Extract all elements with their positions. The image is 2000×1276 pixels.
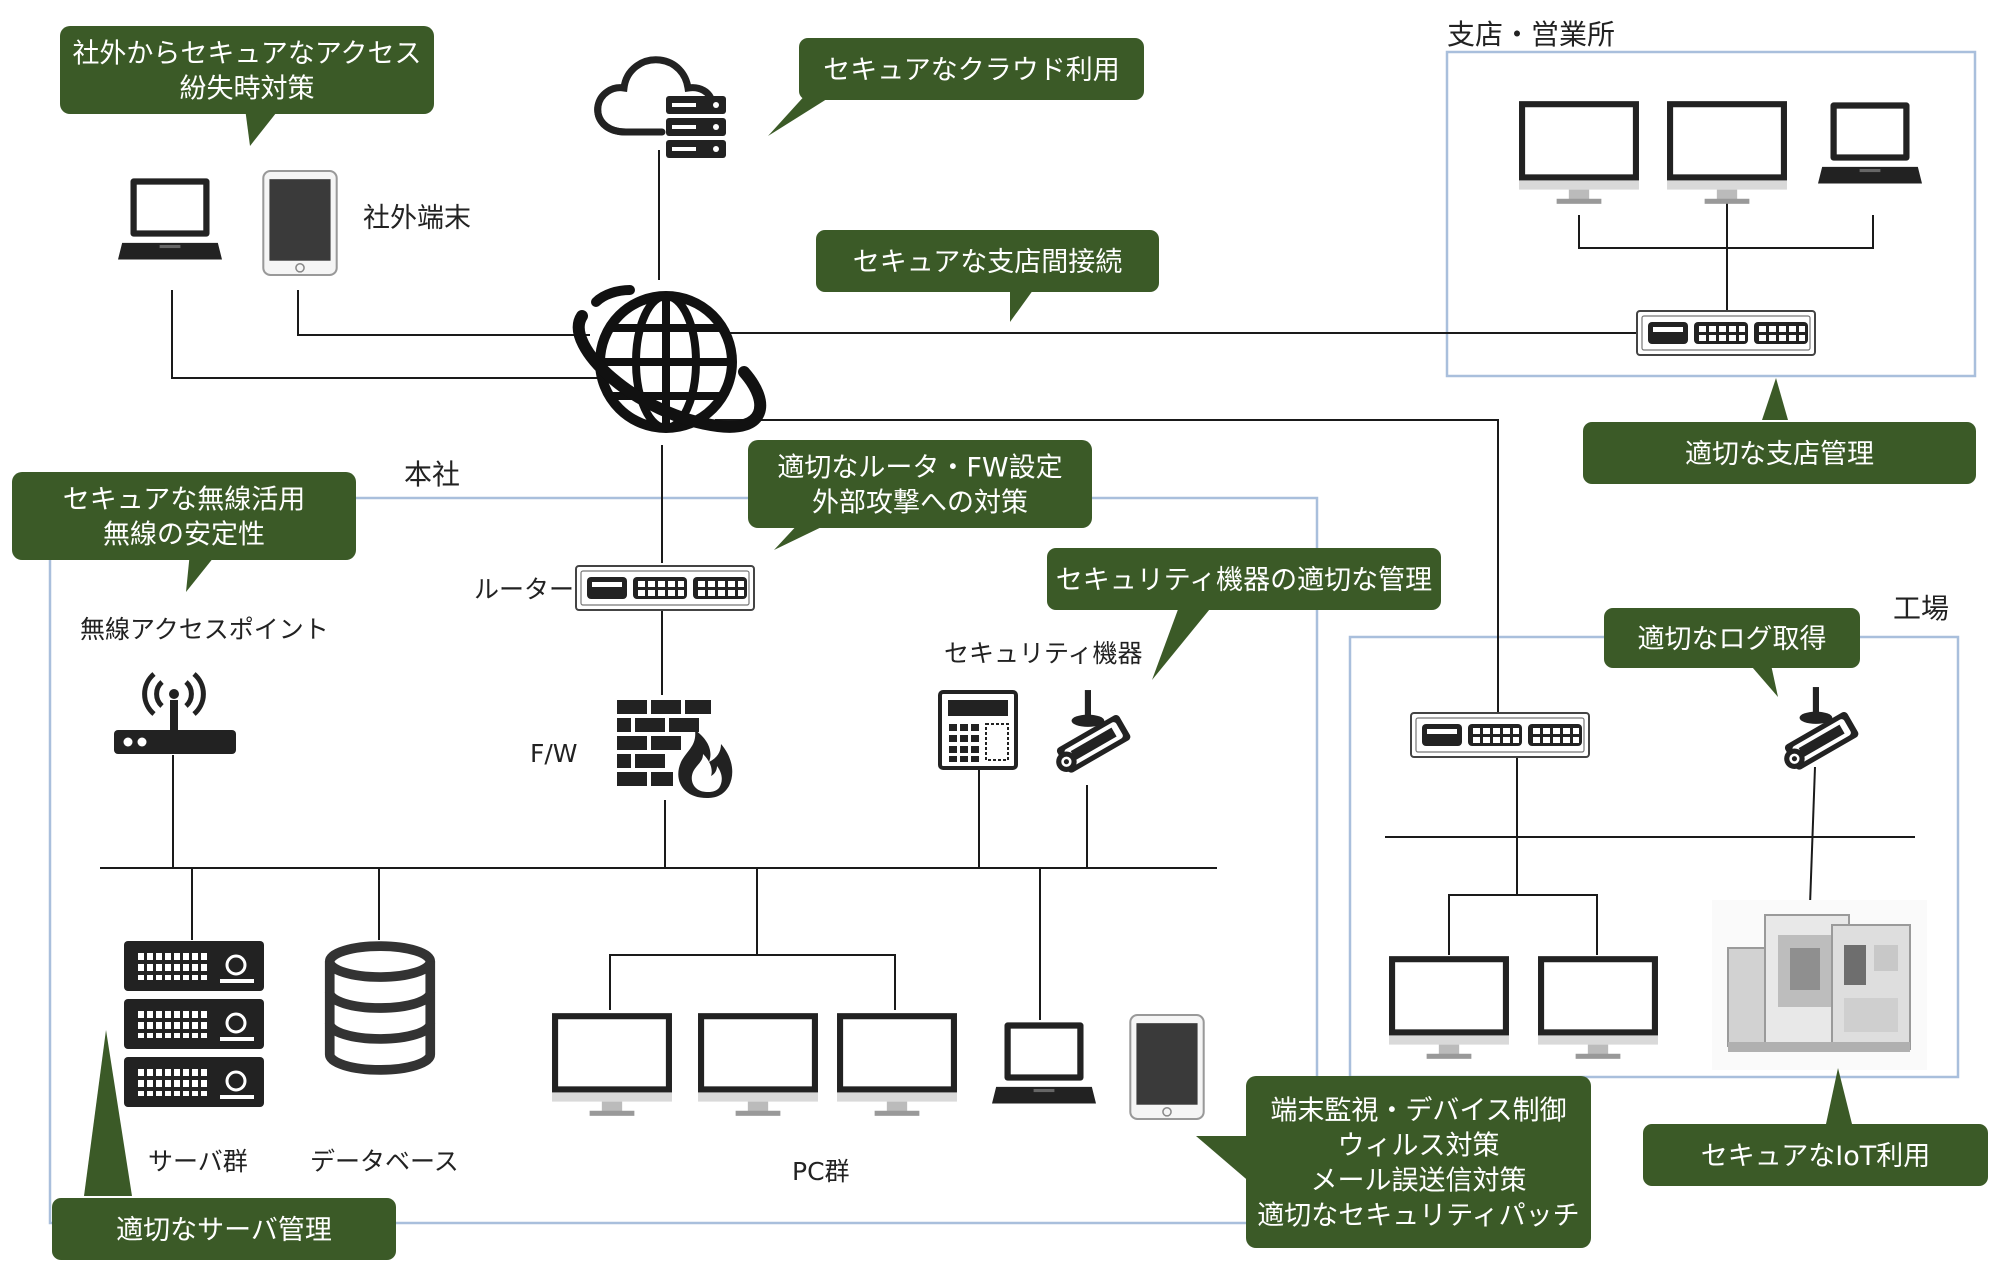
laptop-icon	[1818, 102, 1922, 184]
server-group-label: サーバ群	[148, 1147, 248, 1176]
callout-cloud: セキュアなクラウド利用	[823, 55, 1119, 86]
callout-line: セキュアなIoT利用	[1701, 1141, 1930, 1172]
wireless-ap-label: 無線アクセスポイント	[80, 615, 329, 644]
industrial-machine-icon	[1712, 900, 1927, 1070]
desktop-monitor-icon	[837, 1013, 957, 1116]
security-camera-icon	[1055, 690, 1132, 774]
connection-lines	[100, 150, 1915, 1020]
callout-line: セキュアな支店間接続	[853, 247, 1122, 278]
callout-line: 適切な支店管理	[1685, 439, 1874, 470]
callout-inter-branch: セキュアな支店間接続	[853, 247, 1122, 278]
callout-line: 適切なセキュリティパッチ	[1257, 1200, 1579, 1231]
desktop-monitor-icon	[1538, 956, 1658, 1059]
desktop-monitor-icon	[698, 1013, 818, 1116]
network-switch-icon	[1410, 712, 1590, 758]
pc-group-label: PC群	[792, 1157, 850, 1186]
callout-line: 紛失時対策	[180, 73, 315, 104]
security-controller-icon	[938, 690, 1018, 770]
desktop-monitor-icon	[1389, 956, 1509, 1059]
network-switch-icon	[1636, 310, 1816, 356]
callout-line: 適切なログ取得	[1638, 624, 1827, 655]
tablet-icon	[262, 170, 338, 276]
firewall-label: F/W	[530, 739, 578, 768]
callout-line: セキュアなクラウド利用	[823, 55, 1119, 86]
desktop-monitor-icon	[1519, 101, 1639, 204]
branch-office-zone	[1445, 50, 1977, 378]
security-camera-icon	[1783, 687, 1860, 771]
laptop-icon	[118, 178, 222, 260]
tablet-icon	[1129, 1014, 1205, 1120]
callout-line: 社外からセキュアなアクセス	[72, 38, 421, 69]
callouts	[12, 26, 1988, 1260]
callout-wireless: セキュアな無線活用無線の安定性	[63, 484, 305, 550]
callout-branch-mgmt: 適切な支店管理	[1685, 439, 1874, 470]
callout-router-fw: 適切なルータ・FW設定外部攻撃への対策	[777, 452, 1062, 518]
callout-text-layer: 社外からセキュアなアクセス紛失時対策 セキュアなクラウド利用セキュアな支店間接続適…	[63, 38, 1930, 1246]
head-office-area-label: 本社	[404, 458, 460, 491]
database-icon	[330, 946, 431, 1070]
callout-line: 適切なルータ・FW設定	[777, 452, 1062, 483]
laptop-icon	[992, 1022, 1096, 1104]
callout-security-mgmt: セキュリティ機器の適切な管理	[1056, 565, 1432, 596]
wireless-router-icon	[114, 674, 236, 754]
callout-line: セキュアな無線活用	[63, 484, 305, 515]
router-label: ルーター	[474, 575, 574, 604]
callout-line: 無線の安定性	[103, 519, 265, 550]
head-office-zone	[48, 496, 1319, 1225]
callout-line: 外部攻撃への対策	[812, 487, 1028, 518]
desktop-monitor-icon	[1667, 101, 1787, 204]
callout-logging: 適切なログ取得	[1638, 624, 1827, 655]
globe-icon	[579, 290, 760, 428]
callout-line: ウィルス対策	[1338, 1130, 1500, 1161]
callout-line: メール誤送信対策	[1311, 1165, 1527, 1196]
firewall-icon	[617, 700, 733, 798]
server-rack-icon	[124, 940, 264, 1108]
network-switch-icon	[575, 565, 755, 611]
external-terminals-label: 社外端末	[363, 203, 471, 234]
callout-line: セキュリティ機器の適切な管理	[1056, 565, 1432, 596]
callout-endpoint: 端末監視・デバイス制御ウィルス対策メール誤送信対策適切なセキュリティパッチ	[1257, 1095, 1579, 1231]
callout-server-mgmt: 適切なサーバ管理	[116, 1215, 332, 1246]
desktop-monitor-icon	[552, 1013, 672, 1116]
security-devices-label: セキュリティ機器	[944, 639, 1143, 668]
callout-external-access: 社外からセキュアなアクセス紛失時対策	[72, 38, 421, 104]
branch-area-label: 支店・営業所	[1447, 18, 1615, 51]
callout-iot: セキュアなIoT利用	[1701, 1141, 1930, 1172]
callout-line: 適切なサーバ管理	[116, 1215, 332, 1246]
database-label: データベース	[310, 1147, 459, 1176]
callout-line: 端末監視・デバイス制御	[1270, 1095, 1566, 1126]
factory-area-label: 工場	[1893, 592, 1949, 625]
cloud-server-icon	[598, 60, 726, 158]
